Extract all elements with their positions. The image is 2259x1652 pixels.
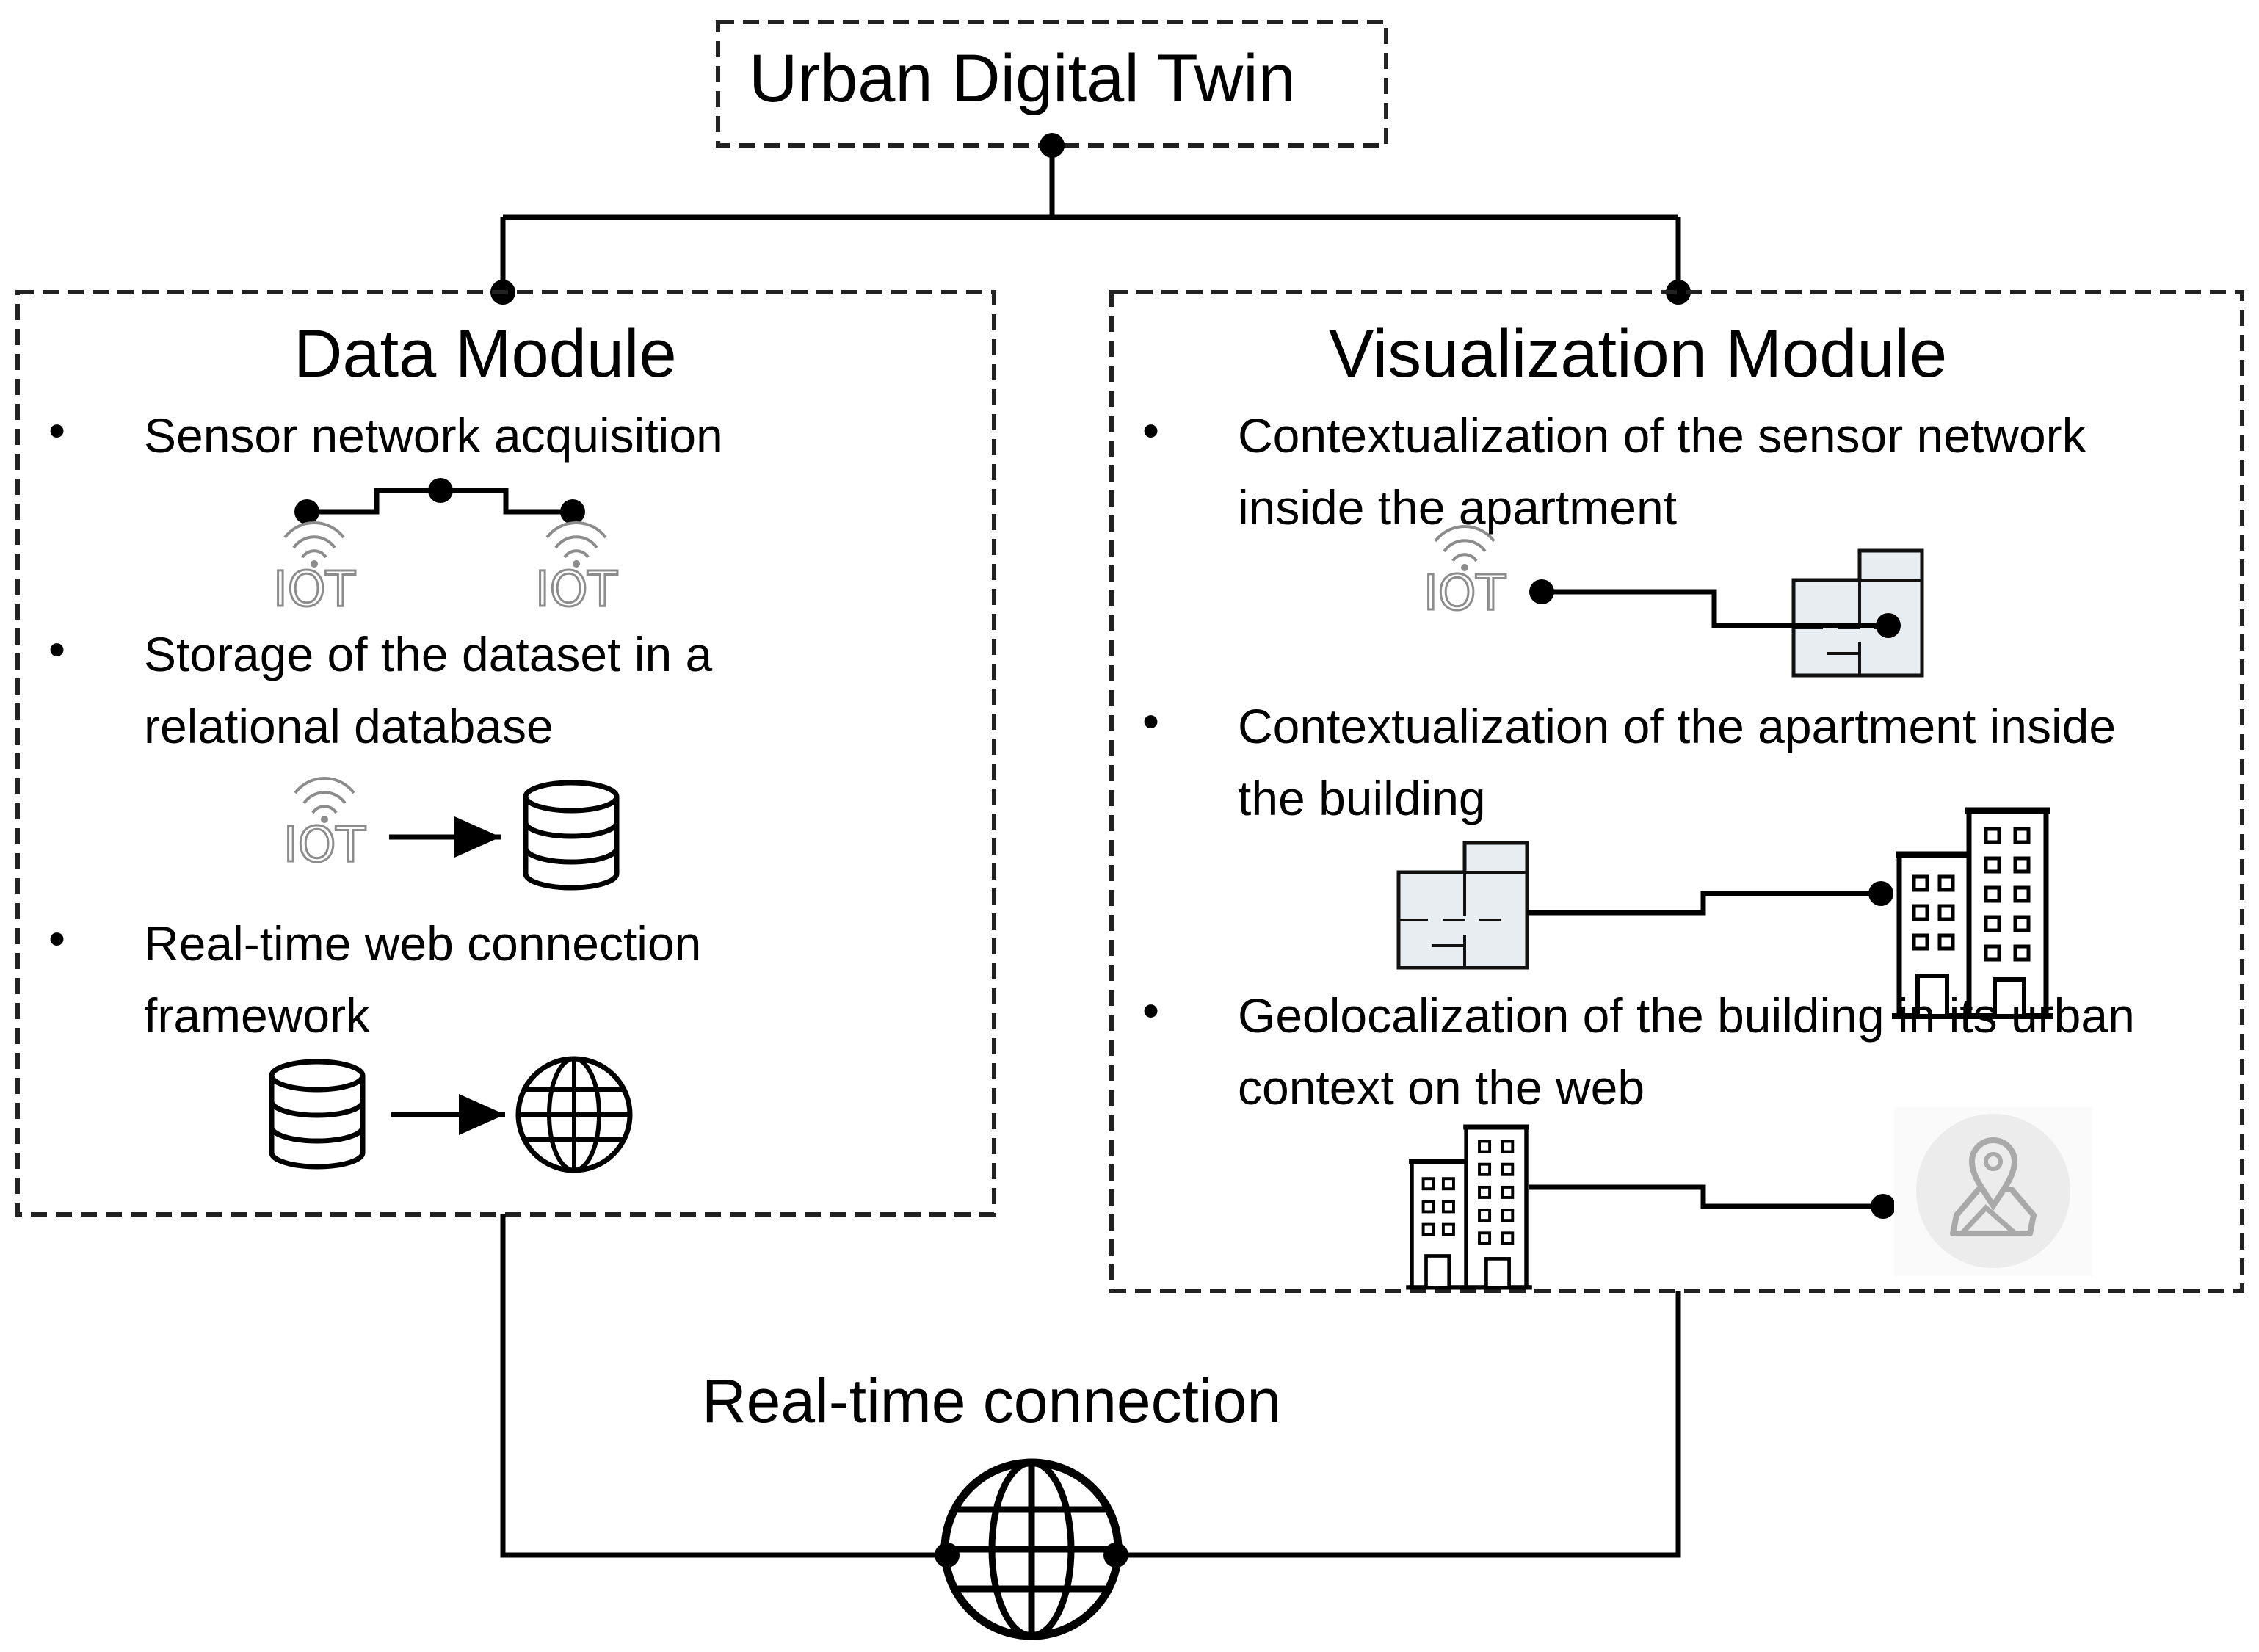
- globe-icon: [945, 1463, 1118, 1636]
- building-icon: [1406, 1127, 1532, 1287]
- map-pin-icon: [1894, 1107, 2092, 1276]
- database-icon: [272, 1062, 363, 1167]
- data-module-item: Storage of the dataset in a relational d…: [144, 627, 713, 753]
- data-module-heading: Data Module: [294, 316, 677, 391]
- globe-icon: [518, 1059, 630, 1170]
- iot-icon: [282, 777, 368, 874]
- sensor-apartment-connector: [1529, 579, 1901, 638]
- tree-connector: [500, 145, 1681, 292]
- bullet: •: [1142, 403, 1160, 457]
- iot-icon: [272, 521, 358, 619]
- visualization-module-item: Contextualization of the sensor network …: [1238, 408, 2086, 535]
- bullet: •: [1142, 983, 1160, 1037]
- bullet: •: [1142, 694, 1160, 748]
- bullet: •: [48, 911, 66, 966]
- database-icon: [526, 783, 617, 888]
- data-module-item: Real-time web connection framework: [144, 916, 702, 1043]
- apartment-building-connector: [1527, 881, 1893, 916]
- bullet: •: [48, 622, 66, 676]
- building-map-connector: [1529, 1184, 1896, 1219]
- visualization-module-item: Contextualization of the apartment insid…: [1238, 699, 2117, 825]
- visualization-module-item: Geolocalization of the building in its u…: [1238, 988, 2135, 1115]
- iot-icon: [534, 521, 620, 619]
- sensor-network-connector: [294, 478, 585, 524]
- floorplan-icon: [1794, 551, 1922, 675]
- data-module-box: [15, 290, 996, 1217]
- connection-label: Real-time connection: [702, 1366, 1282, 1435]
- floorplan-icon: [1399, 843, 1527, 968]
- bullet: •: [48, 403, 66, 457]
- data-module-item: Sensor network acquisition: [144, 408, 723, 463]
- visualization-module-box: [1109, 290, 2244, 1293]
- page-title: Urban Digital Twin: [749, 41, 1296, 116]
- realtime-connector: [500, 1214, 1681, 1558]
- visualization-module-heading: Visualization Module: [1329, 316, 1948, 391]
